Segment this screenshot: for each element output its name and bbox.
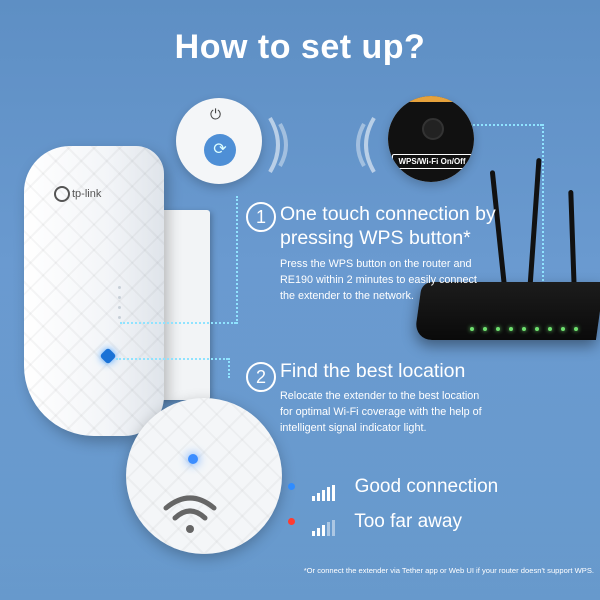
extender-pattern (24, 146, 164, 436)
legend-good: Good connection (288, 476, 499, 501)
step-1-title-line: One touch connection by (280, 203, 496, 225)
extender-pattern (126, 398, 282, 554)
step-2-desc-line: for optimal Wi-Fi coverage with the help… (280, 406, 482, 418)
router-wps-closeup: WPS/Wi-Fi On/Off (388, 96, 474, 182)
brand-logo: tp-link (54, 186, 101, 202)
legend-label: Good connection (354, 476, 499, 497)
brand-name: tp-link (72, 187, 102, 200)
extender-wps-closeup: ⏻ ⟳ (176, 98, 262, 184)
router-edge (388, 96, 474, 102)
led-dot (118, 306, 121, 309)
step-number: 1 (246, 202, 276, 232)
router-wps-button-icon (422, 118, 444, 140)
step-number: 2 (246, 362, 276, 392)
led-dot (118, 296, 121, 299)
guide-line (542, 124, 544, 300)
led-dot (118, 316, 121, 319)
signal-waves-icon (356, 116, 376, 174)
wifi-icon (163, 495, 217, 533)
step-1-desc-line: RE190 within 2 minutes to easily connect (280, 274, 477, 286)
led-dot (118, 286, 121, 289)
step-2-title: Find the best location (280, 359, 465, 383)
step-1-description: Press the WPS button on the router and R… (280, 256, 477, 304)
led-column (118, 286, 122, 386)
step-1-title-line: pressing WPS button* (280, 227, 471, 249)
step-1-desc-line: Press the WPS button on the router and (280, 258, 472, 270)
blue-dot-icon (288, 483, 295, 491)
signal-waves-icon (268, 116, 288, 174)
step-1-title: One touch connection by pressing WPS but… (280, 202, 496, 250)
signal-led-blue (188, 454, 198, 464)
range-extender: tp-link (24, 146, 164, 436)
power-icon: ⏻ (210, 106, 222, 122)
extender-led-closeup (126, 398, 282, 554)
guide-line (470, 124, 542, 126)
step-2-description: Relocate the extender to the best locati… (280, 388, 482, 436)
step-2-desc-line: intelligent signal indicator light. (280, 422, 427, 434)
footnote: *Or connect the extender via Tether app … (303, 566, 594, 575)
guide-line (116, 358, 228, 360)
legend-far: Too far away (288, 511, 462, 536)
wps-button-icon: ⟳ (204, 134, 236, 166)
step-1-desc-line: the extender to the network. (280, 290, 414, 302)
step-2-desc-line: Relocate the extender to the best locati… (280, 390, 480, 402)
page-title: How to set up? (174, 28, 426, 66)
signal-full-icon (312, 479, 337, 501)
guide-line (236, 196, 238, 324)
guide-line (120, 322, 236, 324)
signal-partial-icon (312, 514, 337, 536)
router-leds (470, 318, 587, 336)
router-button-label: WPS/Wi-Fi On/Off (392, 154, 472, 169)
step-2-title-line: Find the best location (280, 360, 466, 382)
legend-label: Too far away (354, 511, 462, 532)
red-dot-icon (288, 518, 295, 526)
tplink-logo-icon (54, 186, 70, 202)
guide-line (228, 358, 230, 378)
